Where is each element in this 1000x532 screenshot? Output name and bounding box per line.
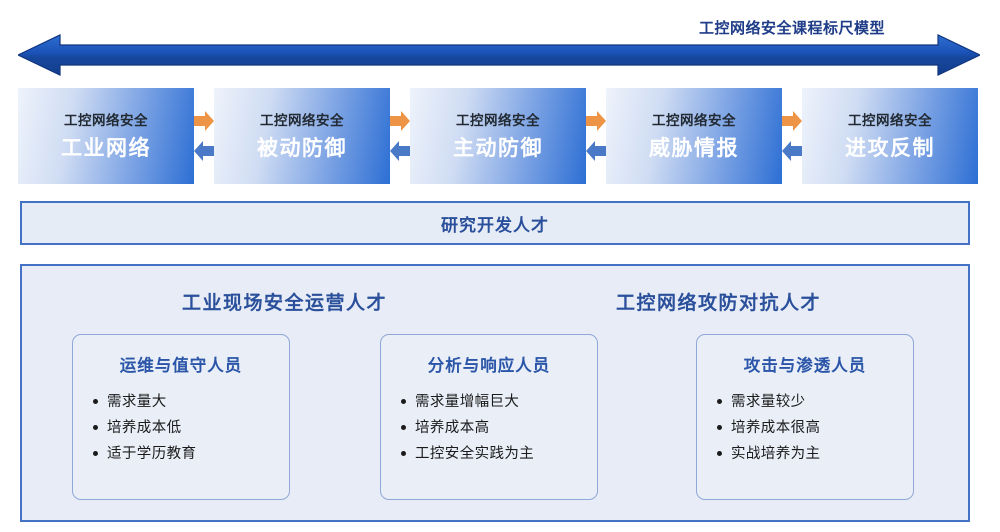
stage-name: 进攻反制 [845,136,935,160]
stage-name: 威胁情报 [649,136,739,160]
talent-group-heading-operations: 工业现场安全运营人才 [182,293,388,314]
arrow-left-icon [194,141,214,161]
list-item: 培养成本很高 [717,415,913,441]
arrow-left-icon [586,141,606,161]
arrow-left-icon [782,141,802,161]
talent-card-title: 分析与响应人员 [427,357,551,375]
talent-card-title: 运维与值守人员 [119,357,243,375]
stage-box-4[interactable]: 工控网络安全 威胁情报 [606,88,782,184]
list-item: 需求量增幅巨大 [401,389,597,415]
arrow-right-icon [782,111,802,131]
research-talent-label: 研究开发人才 [441,215,549,235]
list-item: 实战培养为主 [717,441,913,467]
talent-panel: 工业现场安全运营人才 工控网络攻防对抗人才 运维与值守人员 需求量大 培养成本低… [20,264,970,522]
talent-card-offense[interactable]: 攻击与渗透人员 需求量较少 培养成本很高 实战培养为主 [696,334,914,500]
arrow-right-icon [390,111,410,131]
list-item: 工控安全实践为主 [401,441,597,467]
stage-prefix: 工控网络安全 [848,112,932,128]
double-headed-arrow [18,34,980,76]
arrow-left-icon [390,141,410,161]
talent-group-heading-offense-defense: 工控网络攻防对抗人才 [616,293,822,314]
stage-name: 被动防御 [257,136,347,160]
arrow-right-icon [194,111,214,131]
stage-name: 主动防御 [453,136,543,160]
arrow-right-icon [586,111,606,131]
stage-connector-3 [586,88,606,184]
talent-card-list: 需求量增幅巨大 培养成本高 工控安全实践为主 [381,389,597,467]
stage-box-2[interactable]: 工控网络安全 被动防御 [214,88,390,184]
stage-connector-4 [782,88,802,184]
stage-name: 工业网络 [61,136,151,160]
stage-box-1[interactable]: 工控网络安全 工业网络 [18,88,194,184]
stage-box-5[interactable]: 工控网络安全 进攻反制 [802,88,978,184]
list-item: 需求量大 [93,389,289,415]
research-talent-bar: 研究开发人才 [20,201,970,245]
stage-box-3[interactable]: 工控网络安全 主动防御 [410,88,586,184]
list-item: 培养成本高 [401,415,597,441]
stage-row: 工控网络安全 工业网络 工控网络安全 被动防御 工控网络安全 主动防御 [18,88,980,184]
stage-prefix: 工控网络安全 [456,112,540,128]
stage-prefix: 工控网络安全 [64,112,148,128]
list-item: 需求量较少 [717,389,913,415]
stage-prefix: 工控网络安全 [652,112,736,128]
talent-card-list: 需求量较少 培养成本很高 实战培养为主 [697,389,913,467]
talent-card-list: 需求量大 培养成本低 适于学历教育 [73,389,289,467]
page-title: 工控网络安全课程标尺模型 [698,20,885,37]
talent-card-analysis[interactable]: 分析与响应人员 需求量增幅巨大 培养成本高 工控安全实践为主 [380,334,598,500]
talent-group-headings: 工业现场安全运营人才 工控网络攻防对抗人才 [22,288,968,318]
stage-connector-1 [194,88,214,184]
list-item: 适于学历教育 [93,441,289,467]
stage-connector-2 [390,88,410,184]
talent-card-title: 攻击与渗透人员 [743,357,867,375]
talent-cards-row: 运维与值守人员 需求量大 培养成本低 适于学历教育 分析与响应人员 需求量增幅巨… [22,334,968,500]
talent-card-operations[interactable]: 运维与值守人员 需求量大 培养成本低 适于学历教育 [72,334,290,500]
list-item: 培养成本低 [93,415,289,441]
stage-prefix: 工控网络安全 [260,112,344,128]
